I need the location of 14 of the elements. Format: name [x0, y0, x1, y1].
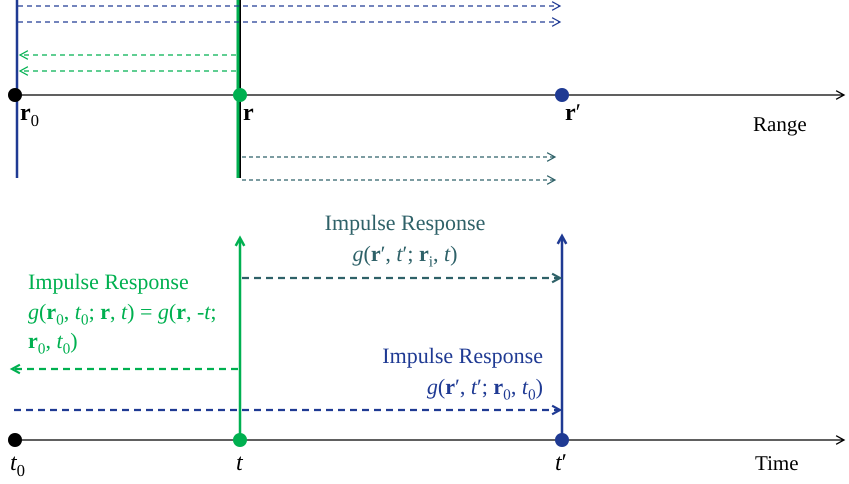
time-label: t$_{0}$ — [10, 450, 26, 480]
heading-text: Impulse Response — [324, 211, 486, 236]
formula-text: g(r′, t′; r$_{i}$, t) — [352, 242, 458, 272]
heading-text: Impulse Response — [382, 344, 543, 368]
axis-label: Range — [753, 113, 807, 136]
formula-text: g(r′, t′; r$_{0}$, t$_{0}$) — [426, 375, 543, 404]
point-label: r$_{0}$ — [20, 100, 40, 130]
heading-text: Impulse Response — [28, 270, 189, 294]
time-label: t — [236, 450, 243, 476]
point-label: r — [243, 100, 254, 126]
formula-text: g(r$_{0}$, t$_{0}$; r, t) = g(r, -t; r$_{0}$, t$_{0}$) — [28, 300, 218, 359]
point-label: r′ — [565, 100, 581, 126]
time-label: t′ — [555, 450, 567, 476]
axis-label: Time — [755, 452, 799, 476]
